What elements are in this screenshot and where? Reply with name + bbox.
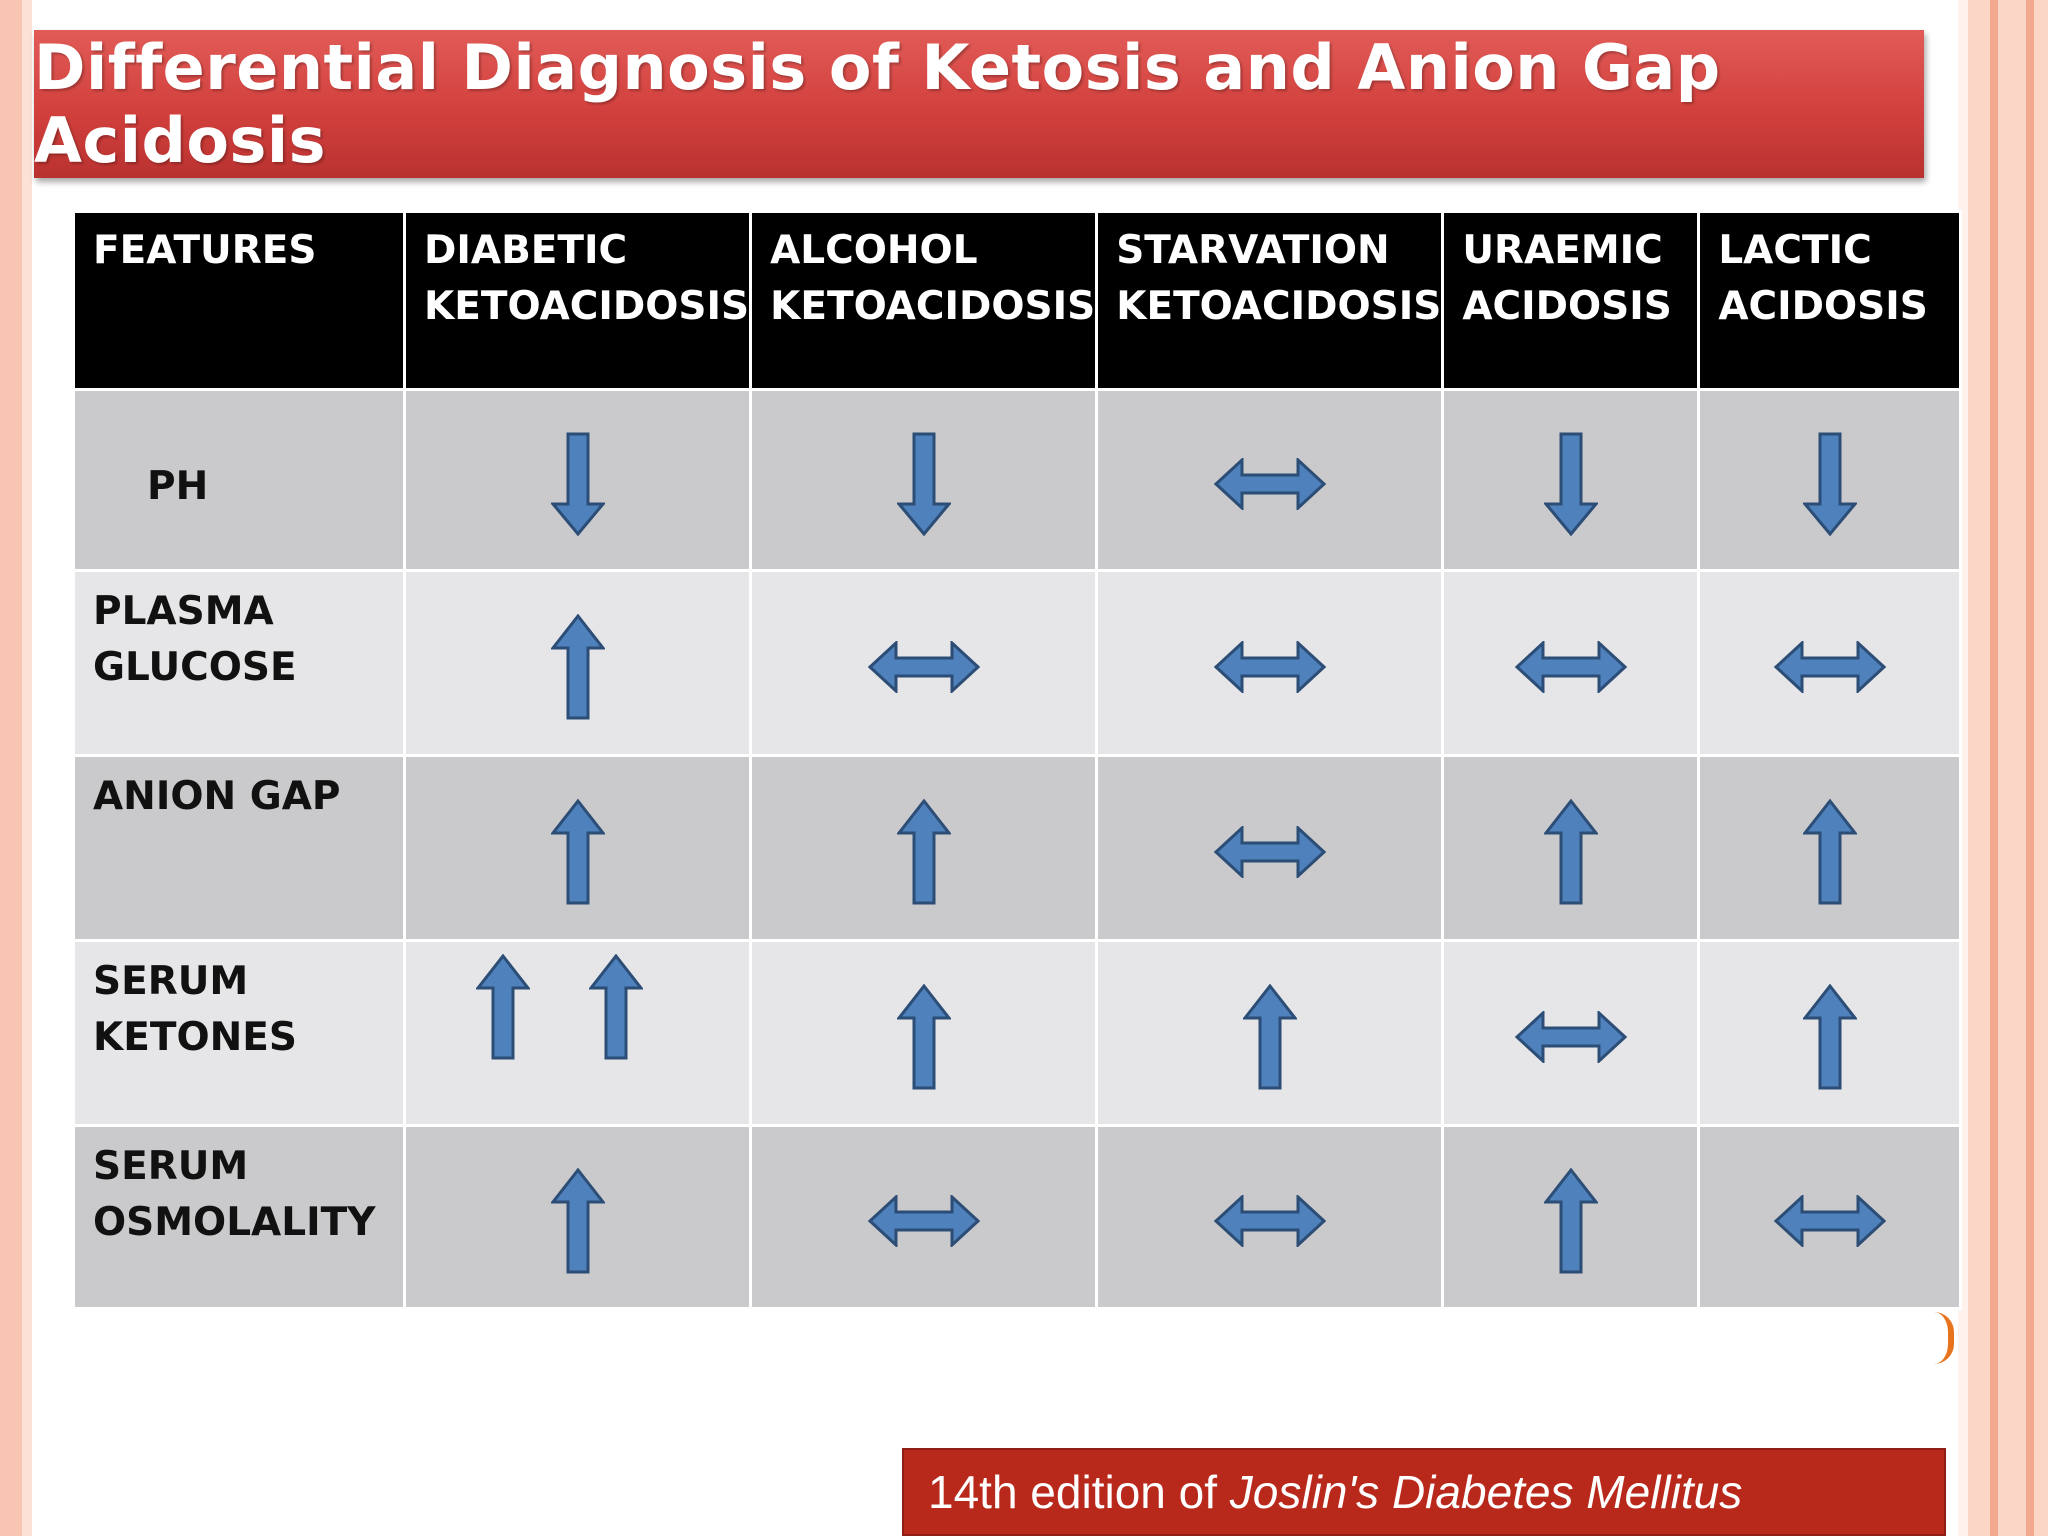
value-cell bbox=[1441, 1124, 1701, 1310]
arrow-up-icon bbox=[476, 954, 530, 1060]
right-border-line bbox=[1958, 0, 1968, 1536]
table-row: PH bbox=[72, 388, 1963, 572]
arrow-left-right-icon bbox=[1774, 1195, 1887, 1247]
arrow-up-icon bbox=[897, 799, 952, 905]
arrow-left-right-icon bbox=[1214, 458, 1327, 510]
right-border-band bbox=[1958, 0, 2048, 1536]
slide-title: Differential Diagnosis of Ketosis and An… bbox=[34, 31, 1721, 177]
value-cell bbox=[1095, 754, 1445, 942]
arrow-up-icon bbox=[551, 1168, 605, 1274]
arrow-up-icon bbox=[1544, 799, 1599, 905]
citation-source: Joslin's Diabetes Mellitus bbox=[1229, 1466, 1743, 1518]
arrow-up-icon bbox=[589, 954, 643, 1060]
left-border-stripe bbox=[0, 0, 22, 1536]
arrow-left-right-icon bbox=[868, 1195, 981, 1247]
arrow-left-right-icon bbox=[1515, 641, 1628, 693]
value-cell bbox=[749, 1124, 1099, 1310]
citation-prefix: 14th edition of bbox=[928, 1466, 1230, 1518]
value-cell bbox=[1697, 939, 1963, 1127]
value-cell bbox=[1441, 569, 1701, 757]
arrow-up-icon bbox=[1803, 984, 1858, 1090]
value-cell bbox=[749, 569, 1099, 757]
value-cell bbox=[1095, 1124, 1445, 1310]
arrow-down-icon bbox=[897, 432, 952, 536]
arrow-up-icon bbox=[1544, 1168, 1599, 1274]
arrow-down-icon bbox=[1544, 432, 1599, 536]
arrow-up-icon bbox=[1243, 984, 1298, 1090]
feature-label: ANION GAP bbox=[72, 754, 406, 942]
value-cell bbox=[402, 569, 753, 757]
value-cell bbox=[1697, 569, 1963, 757]
value-cell bbox=[1697, 754, 1963, 942]
value-cell bbox=[1441, 754, 1701, 942]
arrow-left-right-icon bbox=[1774, 641, 1887, 693]
arrow-up-icon bbox=[1803, 799, 1858, 905]
decorative-arc bbox=[1934, 1312, 1954, 1364]
value-cell bbox=[1697, 388, 1963, 572]
value-cell bbox=[402, 754, 753, 942]
arrow-up-icon bbox=[551, 614, 605, 720]
arrow-left-right-icon bbox=[1214, 1195, 1327, 1247]
value-cell bbox=[1095, 388, 1445, 572]
feature-label: PH bbox=[72, 388, 406, 572]
value-cell bbox=[1095, 569, 1445, 757]
value-cell bbox=[1095, 939, 1445, 1127]
value-cell bbox=[1441, 939, 1701, 1127]
arrow-down-icon bbox=[1803, 432, 1858, 536]
arrow-left-right-icon bbox=[1214, 826, 1327, 878]
table-row: ANION GAP bbox=[72, 754, 1963, 942]
arrow-up-icon bbox=[551, 799, 605, 905]
value-cell bbox=[749, 754, 1099, 942]
right-border-line bbox=[2026, 0, 2034, 1536]
arrow-left-right-icon bbox=[1515, 1011, 1628, 1063]
arrow-down-icon bbox=[551, 432, 605, 536]
value-cell bbox=[402, 388, 753, 572]
arrow-up-icon bbox=[897, 984, 952, 1090]
value-cell bbox=[1441, 388, 1701, 572]
title-banner: Differential Diagnosis of Ketosis and An… bbox=[34, 30, 1924, 178]
right-border-line bbox=[1990, 0, 1998, 1536]
value-cell bbox=[1697, 1124, 1963, 1310]
value-cell bbox=[749, 388, 1099, 572]
citation-box: 14th edition of Joslin's Diabetes Mellit… bbox=[902, 1448, 1946, 1536]
arrow-left-right-icon bbox=[868, 641, 981, 693]
value-cell bbox=[402, 1124, 753, 1310]
left-border-inner bbox=[22, 0, 32, 1536]
header-features: FEATURES bbox=[72, 210, 406, 391]
value-cell bbox=[749, 939, 1099, 1127]
arrow-left-right-icon bbox=[1214, 641, 1327, 693]
value-cell bbox=[402, 939, 753, 1127]
